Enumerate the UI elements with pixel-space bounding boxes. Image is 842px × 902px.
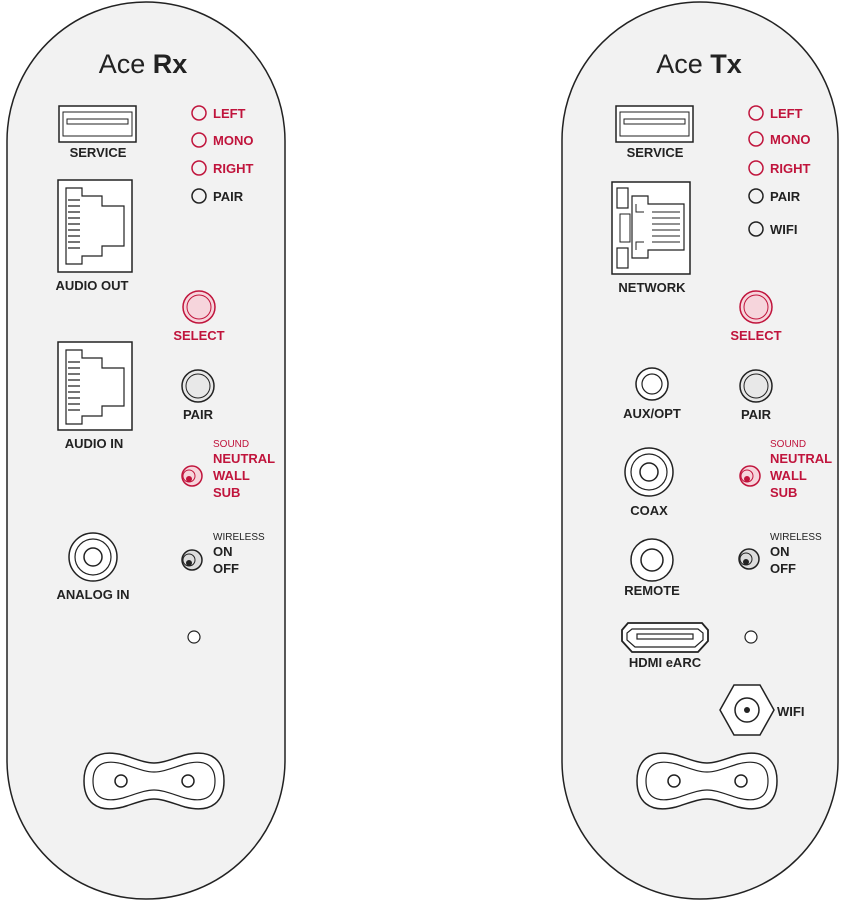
rx-select-button[interactable] (182, 290, 216, 324)
rx-power-inlet[interactable] (83, 752, 225, 810)
tx-aux-opt-label: AUX/OPT (623, 406, 681, 421)
tx-led-pair-icon (748, 188, 764, 204)
tx-sound-switch[interactable] (739, 465, 761, 487)
tx-hdmi-port[interactable] (621, 622, 709, 653)
tx-wireless-switch[interactable] (738, 548, 760, 570)
tx-sound-sub: SUB (770, 485, 797, 500)
tx-wireless-on: ON (770, 544, 790, 559)
tx-status-pinhole-icon (744, 630, 758, 644)
rx-led-pair-icon (191, 188, 207, 204)
rx-sound-sub: SUB (213, 485, 240, 500)
rx-panel: Ace Rx SERVICE LEFT MONO RIGHT PAIR AUDI… (6, 1, 286, 900)
rx-title: Ace Rx (99, 49, 188, 79)
tx-network-port[interactable] (611, 181, 691, 275)
tx-remote-port[interactable] (630, 538, 674, 582)
rx-wireless-on: ON (213, 544, 233, 559)
rx-service-port[interactable] (58, 105, 137, 143)
tx-network-label: NETWORK (618, 280, 686, 295)
rx-led-mono-icon (191, 132, 207, 148)
tx-wifi-antenna-port[interactable] (719, 684, 775, 736)
tx-power-inlet[interactable] (636, 752, 778, 810)
rx-audio-in-label: AUDIO IN (65, 436, 124, 451)
tx-led-left-icon (748, 105, 764, 121)
tx-hdmi-label: HDMI eARC (629, 655, 702, 670)
tx-led-wifi-label: WIFI (770, 222, 797, 237)
rx-led-pair-label: PAIR (213, 189, 244, 204)
rx-analog-in-label: ANALOG IN (57, 587, 130, 602)
rx-audio-out-label: AUDIO OUT (56, 278, 129, 293)
tx-panel: Ace Tx SERVICE LEFT MONO RIGHT PAIR WIFI (561, 1, 839, 900)
tx-wireless-heading: WIRELESS (770, 532, 822, 543)
tx-title: Ace Tx (656, 49, 742, 79)
rx-service-label: SERVICE (70, 145, 127, 160)
tx-coax-port[interactable] (624, 447, 674, 497)
rx-sound-heading: SOUND (213, 439, 249, 450)
tx-aux-opt-port[interactable] (635, 367, 669, 401)
rx-sound-neutral: NEUTRAL (213, 451, 275, 466)
rx-led-left-label: LEFT (213, 106, 246, 121)
rx-pair-label: PAIR (183, 407, 214, 422)
tx-remote-label: REMOTE (624, 583, 680, 598)
rx-sound-wall: WALL (213, 468, 250, 483)
tx-wifi-port-label: WIFI (777, 704, 804, 719)
tx-led-right-icon (748, 160, 764, 176)
rx-led-right-label: RIGHT (213, 161, 254, 176)
tx-sound-neutral: NEUTRAL (770, 451, 832, 466)
tx-service-port[interactable] (615, 105, 694, 143)
tx-led-mono-icon (748, 131, 764, 147)
rx-wireless-switch[interactable] (181, 549, 203, 571)
tx-service-label: SERVICE (627, 145, 684, 160)
tx-sound-heading: SOUND (770, 439, 806, 450)
tx-wireless-off: OFF (770, 561, 796, 576)
rx-led-mono-label: MONO (213, 133, 253, 148)
rx-led-right-icon (191, 160, 207, 176)
tx-led-wifi-icon (748, 221, 764, 237)
tx-led-right-label: RIGHT (770, 161, 811, 176)
tx-pair-button[interactable] (739, 369, 773, 403)
rx-led-left-icon (191, 105, 207, 121)
rx-audio-in-port[interactable] (57, 341, 133, 431)
rx-audio-out-port[interactable] (57, 179, 133, 273)
tx-coax-label: COAX (630, 503, 668, 518)
tx-select-label: SELECT (730, 328, 781, 343)
tx-led-left-label: LEFT (770, 106, 803, 121)
rx-pair-button[interactable] (181, 369, 215, 403)
rx-wireless-heading: WIRELESS (213, 532, 265, 543)
rx-sound-switch[interactable] (181, 465, 203, 487)
rx-wireless-off: OFF (213, 561, 239, 576)
tx-pair-label: PAIR (741, 407, 772, 422)
tx-led-mono-label: MONO (770, 132, 810, 147)
tx-sound-wall: WALL (770, 468, 807, 483)
rx-status-pinhole-icon (187, 630, 201, 644)
rx-select-label: SELECT (173, 328, 224, 343)
tx-select-button[interactable] (739, 290, 773, 324)
tx-led-pair-label: PAIR (770, 189, 801, 204)
rx-analog-in-port[interactable] (68, 532, 118, 582)
